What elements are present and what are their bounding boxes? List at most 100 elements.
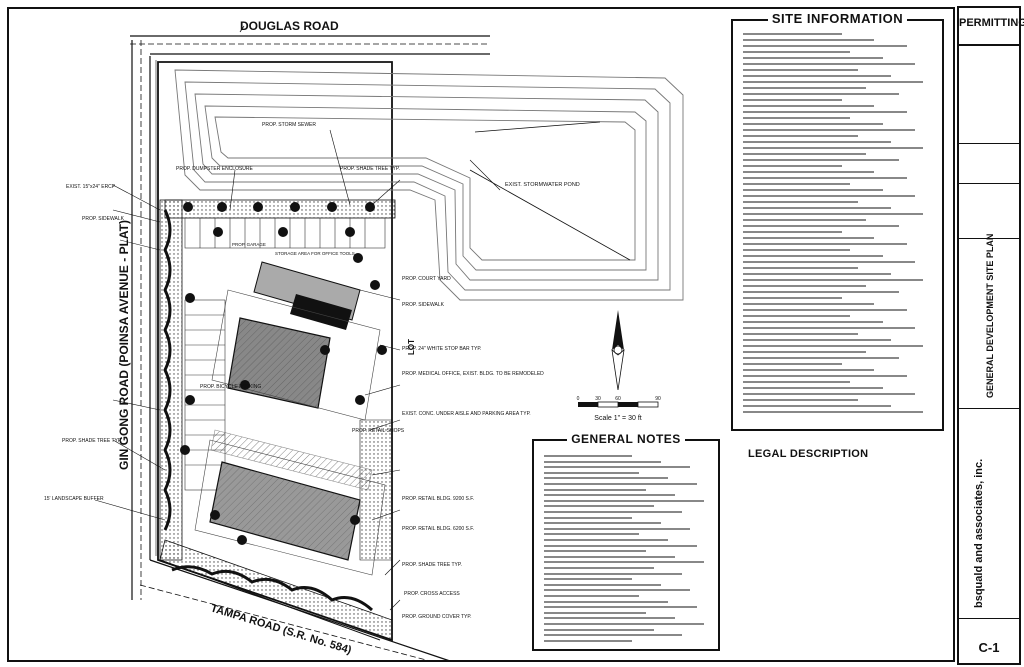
text-line (544, 555, 676, 558)
text-line (544, 539, 668, 541)
text-line (743, 231, 842, 233)
text-line (544, 494, 676, 497)
label-garage: PROP. GARAGE (232, 242, 266, 247)
text-line (544, 567, 654, 569)
text-line (743, 303, 875, 305)
label-shade-tree-1: PROP. SHADE TREE TYP. (340, 166, 400, 172)
text-line (743, 165, 842, 167)
scale-tick-2: 60 (615, 396, 621, 402)
label-stop-bar: PROP. 24" WHITE STOP BAR TYP. (402, 346, 481, 352)
legal-description-title: LEGAL DESCRIPTION (748, 448, 869, 460)
label-stormwater-pond: EXIST. STORMWATER POND (505, 182, 580, 188)
text-line (743, 51, 851, 53)
text-line (743, 123, 883, 125)
douglas-road (130, 25, 490, 55)
text-line (743, 63, 915, 65)
label-shade-tree-3: PROP. SHADE TREE TYP. (402, 562, 462, 568)
text-line (743, 141, 891, 143)
text-line (743, 297, 842, 299)
text-line (743, 111, 907, 113)
text-line (743, 153, 867, 155)
scale-tick-3: 90 (655, 396, 661, 402)
text-line (544, 477, 668, 480)
north-road-label: DOUGLAS ROAD (240, 19, 339, 33)
text-line (743, 309, 907, 311)
text-line (544, 600, 668, 603)
text-line (743, 273, 891, 275)
retail-building (209, 461, 361, 561)
text-line (743, 267, 859, 269)
text-line (743, 387, 883, 389)
text-line (743, 357, 899, 359)
title-block: PERMITTING GENERAL DEVELOPMENT SITE PLAN… (957, 6, 1024, 665)
text-line (743, 363, 842, 365)
storage-building (253, 261, 361, 330)
text-line (743, 39, 875, 41)
label-landscape-buffer: 15' LANDSCAPE BUFFER (44, 496, 104, 502)
west-road-label: GIN GONG ROAD (POINSA AVENUE - PLAT) (117, 220, 131, 470)
label-sidewalk-1: PROP. SIDEWALK (82, 216, 125, 222)
south-landscape-buffer (159, 539, 393, 641)
text-line (544, 611, 647, 614)
text-line (743, 285, 867, 287)
text-line (544, 589, 690, 592)
text-line (743, 255, 883, 257)
firm-name: bsquald and associates, inc. (973, 458, 985, 608)
text-line (743, 261, 915, 263)
text-line (743, 129, 915, 131)
text-line (743, 99, 842, 101)
label-ground-cover: PROP. GROUND COVER TYP. (402, 614, 471, 620)
text-line (544, 606, 697, 609)
text-line (743, 399, 859, 401)
scale-bar (578, 401, 659, 408)
text-line (743, 219, 867, 221)
text-line (743, 291, 899, 293)
scale-tick-0: 0 (577, 396, 580, 402)
west-hedge (163, 209, 172, 531)
text-line (743, 315, 851, 317)
text-line (544, 527, 690, 530)
text-line (544, 511, 683, 513)
label-exist-conc: EXIST. CONC. UNDER AISLE AND PARKING ARE… (402, 411, 531, 417)
text-line (544, 595, 640, 597)
center-parking (194, 289, 386, 576)
text-line (743, 69, 859, 71)
stormwater-pond (174, 69, 684, 301)
north-arrow-icon (611, 310, 625, 391)
leader-lines (94, 129, 501, 611)
text-line (743, 93, 899, 95)
text-line (743, 135, 859, 137)
text-line (743, 327, 915, 329)
text-line (743, 345, 923, 347)
text-line (544, 460, 661, 463)
text-line (544, 550, 647, 553)
text-line (743, 81, 923, 83)
text-line (743, 189, 883, 191)
text-line (743, 375, 907, 377)
text-line (743, 381, 851, 383)
text-line (743, 75, 891, 77)
label-storage-area: STORAGE AREA FOR OFFICE TOOLS (275, 251, 355, 256)
drawing-border (7, 7, 955, 662)
text-line (743, 333, 859, 335)
text-line (743, 321, 883, 323)
label-lot: LOT (407, 339, 416, 355)
text-line (544, 639, 632, 642)
text-line (743, 105, 875, 107)
text-line (743, 243, 907, 245)
label-storm-sewer: PROP. STORM SEWER (262, 122, 316, 128)
text-line (743, 369, 875, 371)
text-line (544, 483, 697, 485)
label-retail-2: PROP. RETAIL BLDG. 6200 S.F. (402, 526, 474, 532)
label-bicycle: PROP. BICYCLE PARKING (200, 384, 261, 390)
sheet-number: C-1 (978, 640, 1000, 655)
text-line (544, 617, 676, 620)
text-line (743, 405, 891, 407)
label-exist-rcp: EXIST. 15"x24" ERCP (66, 184, 116, 190)
general-notes-title: GENERAL NOTES (567, 432, 685, 446)
text-line (544, 583, 661, 586)
status-label: PERMITTING (959, 17, 1024, 29)
general-notes-box: GENERAL NOTES (532, 432, 720, 651)
text-line (743, 411, 923, 413)
